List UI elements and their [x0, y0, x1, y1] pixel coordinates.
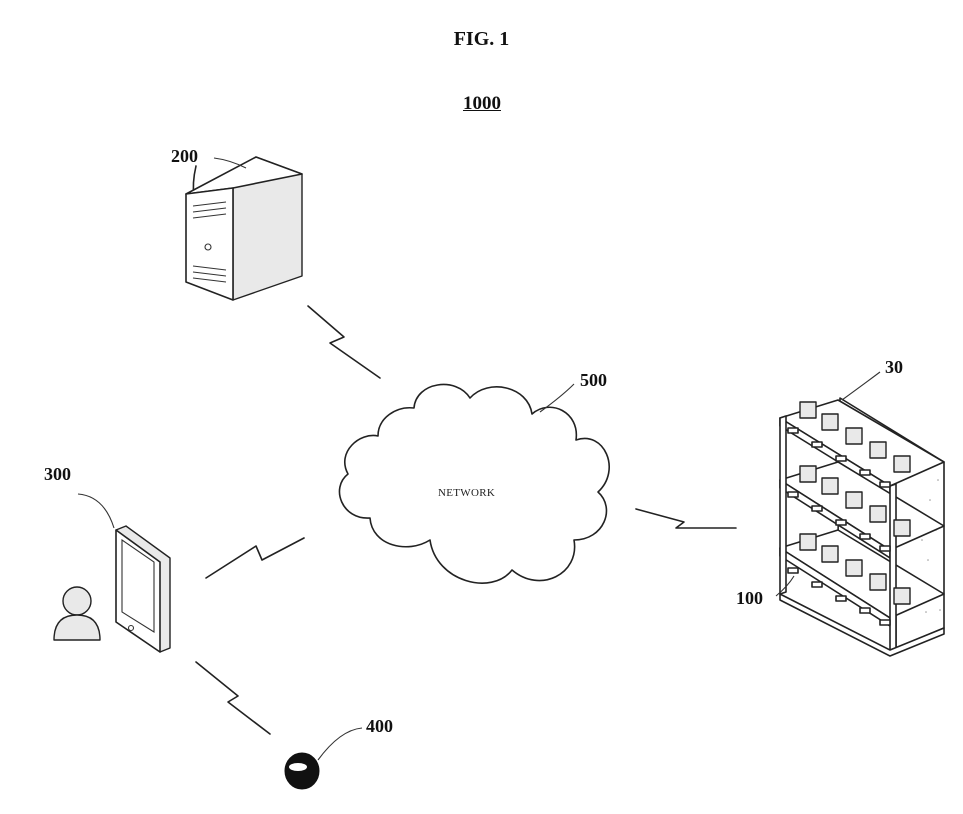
- product-ref-label: 100: [736, 588, 763, 609]
- lightning-link-icon: [308, 306, 380, 378]
- network-ref-label: 500: [580, 370, 607, 391]
- shelf-rack-icon: [776, 372, 944, 656]
- network-label: NETWORK: [438, 487, 495, 499]
- cloud-icon: [339, 385, 609, 584]
- server-icon: [186, 157, 302, 300]
- rack-ref-label: 30: [885, 357, 903, 378]
- lightning-link-icon: [206, 538, 304, 578]
- server-ref-label: 200: [171, 146, 198, 167]
- sensor-ref-label: 400: [366, 716, 393, 737]
- lightning-link-icon: [196, 662, 270, 734]
- terminal-ref-label: 300: [44, 464, 71, 485]
- lightning-link-icon: [636, 509, 736, 528]
- ball-sensor-icon: [285, 728, 362, 789]
- user-icon: [54, 587, 100, 640]
